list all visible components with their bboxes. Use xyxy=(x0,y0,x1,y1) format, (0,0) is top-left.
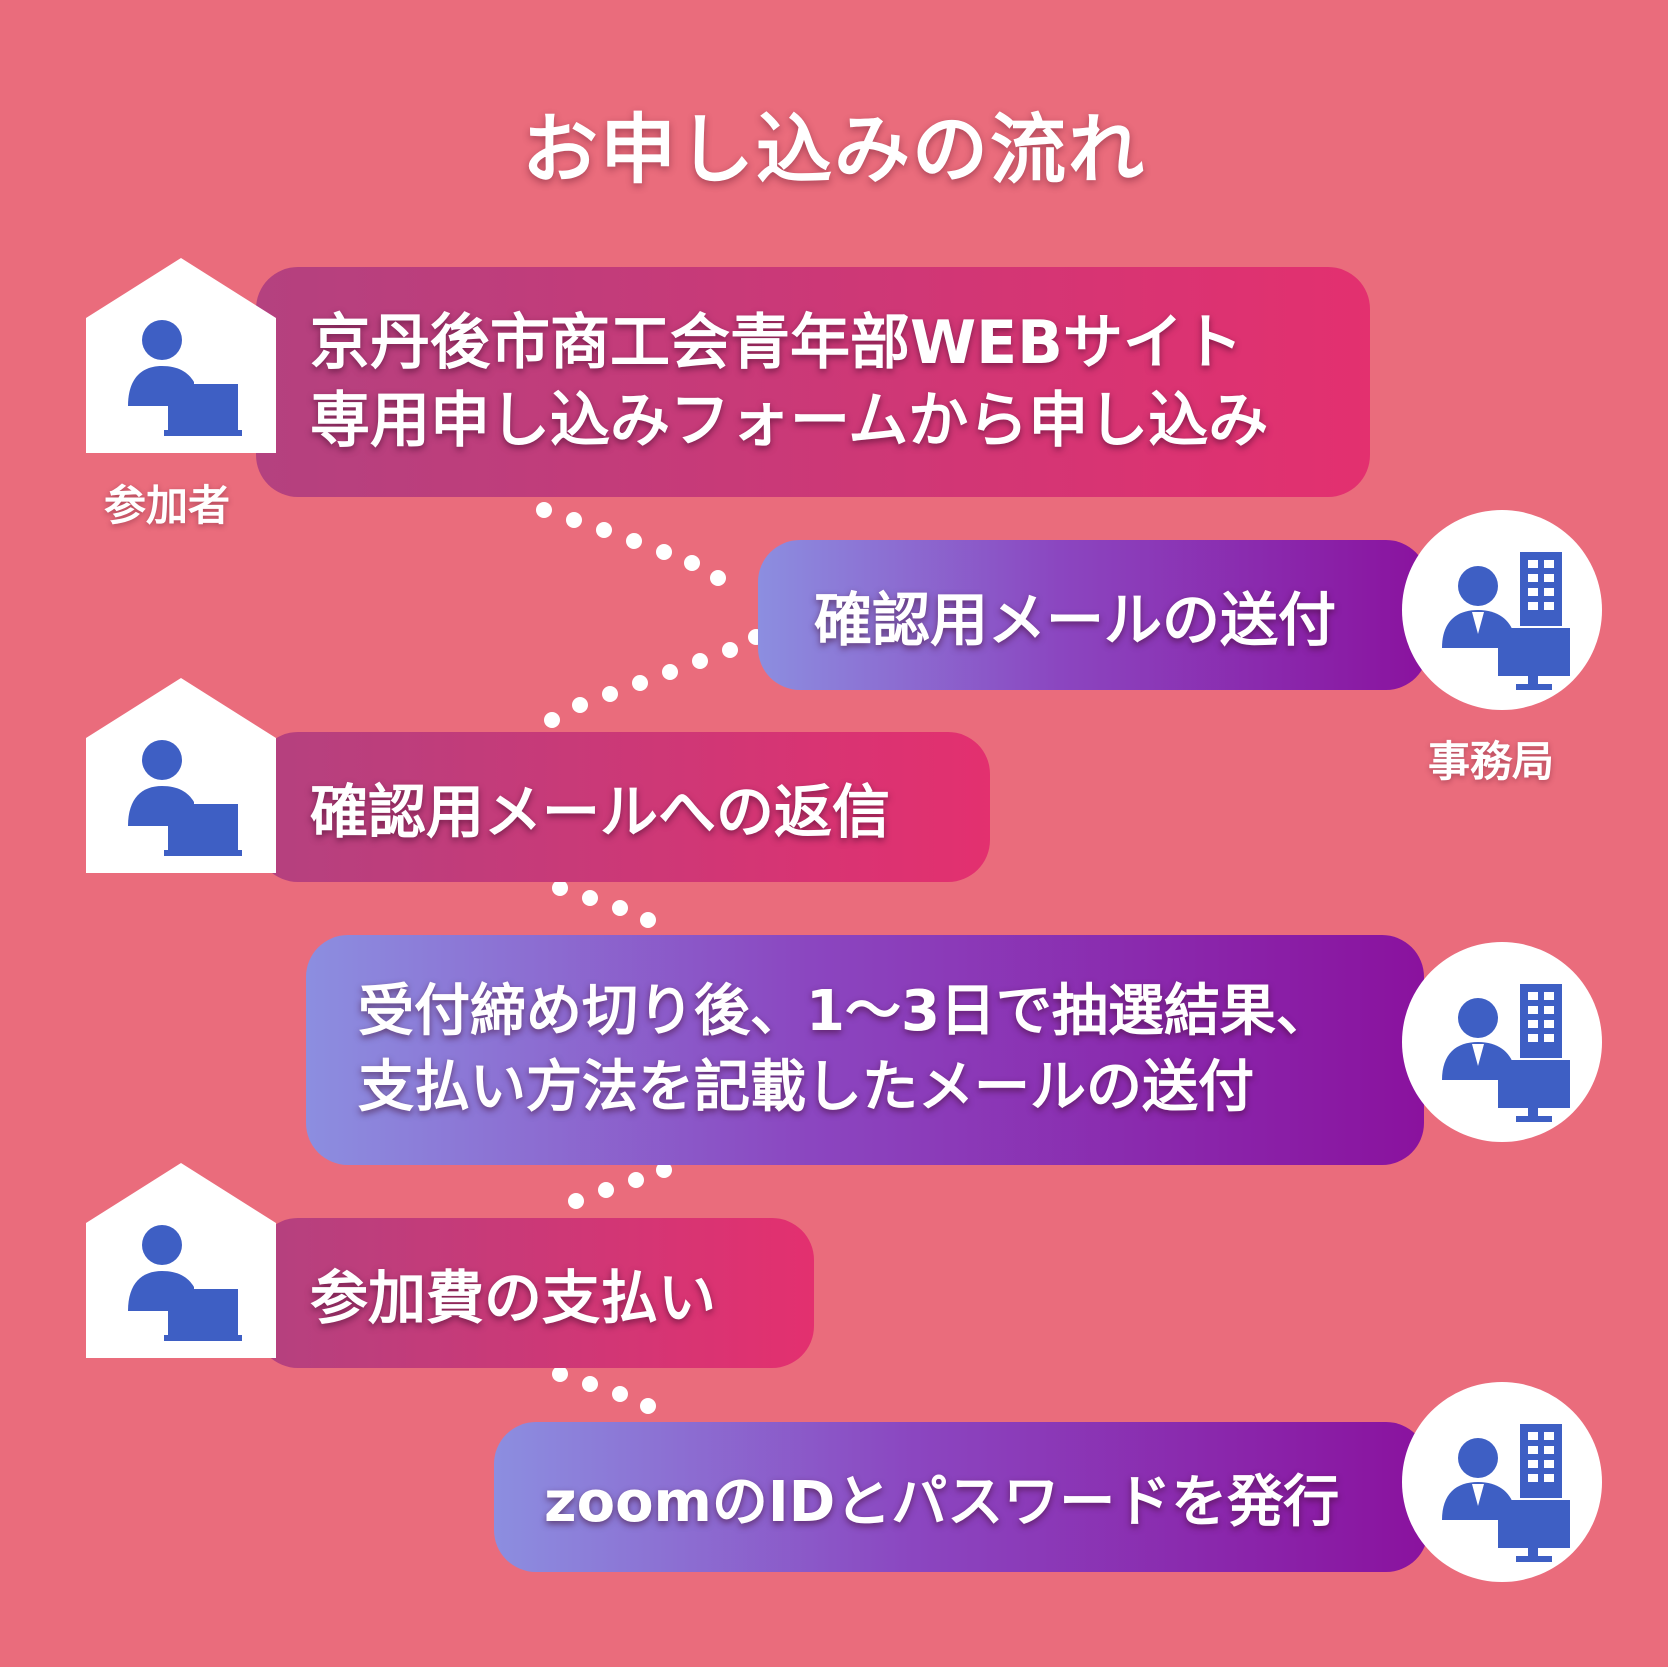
step-2-bubble: 確認用メールの送付 xyxy=(758,540,1428,690)
connector-dot xyxy=(628,1172,644,1188)
connector-dot xyxy=(640,912,656,928)
connector-dot xyxy=(632,675,648,691)
connector-dot xyxy=(598,1182,614,1198)
page-title: お申し込みの流れ xyxy=(522,105,1146,194)
connector-dot xyxy=(692,653,708,669)
step-3-bubble: 確認用メールへの返信 xyxy=(256,732,990,882)
step-4-bubble: 受付締め切り後、1～3日で抽選結果、 支払い方法を記載したメールの送付 xyxy=(306,935,1424,1165)
connector-dot xyxy=(568,1193,584,1209)
participant-house-icon xyxy=(86,1163,276,1363)
connector-dot xyxy=(612,1386,628,1402)
step-6-bubble: zoomのIDとパスワードを発行 xyxy=(494,1422,1428,1572)
step-5-text: 参加費の支払い xyxy=(310,1264,717,1332)
connector-dot xyxy=(662,664,678,680)
step-1-text: 京丹後市商工会青年部WEBサイト 専用申し込みフォームから申し込み xyxy=(310,308,1269,456)
connector-dot xyxy=(640,1398,656,1414)
connector-dot xyxy=(602,686,618,702)
connector-dot xyxy=(582,1376,598,1392)
step-4-text: 受付締め切り後、1～3日で抽選結果、 支払い方法を記載したメールの送付 xyxy=(358,979,1332,1120)
connector-dot xyxy=(544,712,560,728)
participant-label: 参加者 xyxy=(104,481,231,530)
office-staff-icon xyxy=(1402,942,1602,1142)
connector-dot xyxy=(684,555,700,571)
office-staff-icon xyxy=(1402,1382,1602,1582)
connector-dot xyxy=(656,1162,672,1178)
connector-dot xyxy=(552,880,568,896)
connector-dot xyxy=(656,544,672,560)
step-2-text: 確認用メールの送付 xyxy=(814,586,1337,654)
connector-dot xyxy=(536,502,552,518)
connector-dot xyxy=(722,642,738,658)
connector-dot xyxy=(626,533,642,549)
connector-dot xyxy=(710,570,726,586)
connector-dot xyxy=(582,890,598,906)
step-6-text: zoomのIDとパスワードを発行 xyxy=(544,1469,1340,1535)
connector-dot xyxy=(596,522,612,538)
step-3-text: 確認用メールへの返信 xyxy=(310,778,891,846)
office-staff-icon xyxy=(1402,510,1602,710)
step-5-bubble: 参加費の支払い xyxy=(256,1218,814,1368)
connector-dot xyxy=(566,512,582,528)
participant-house-icon xyxy=(86,678,276,878)
connector-dot xyxy=(612,900,628,916)
connector-dot xyxy=(552,1366,568,1382)
participant-house-icon xyxy=(86,258,276,458)
connector-dot xyxy=(572,697,588,713)
office-label: 事務局 xyxy=(1428,737,1555,786)
step-1-bubble: 京丹後市商工会青年部WEBサイト 専用申し込みフォームから申し込み xyxy=(256,267,1370,497)
